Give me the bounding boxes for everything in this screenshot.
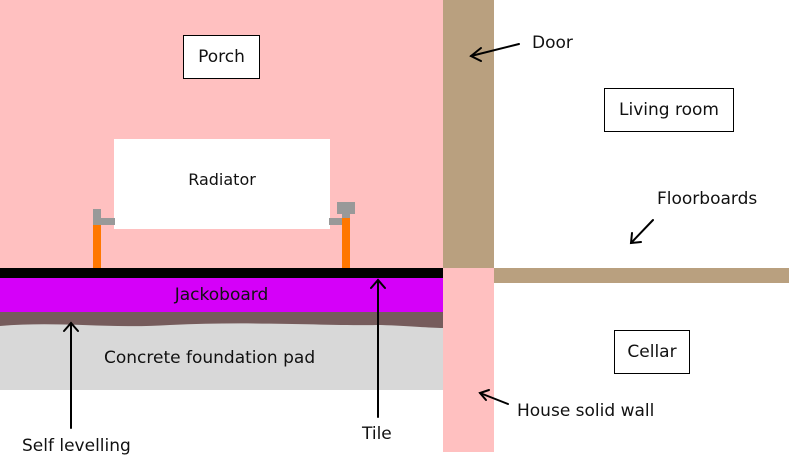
concrete-pad <box>0 323 443 390</box>
living-room-label: Living room <box>619 100 719 120</box>
floorboards <box>494 268 789 283</box>
left-pipe <box>93 225 101 268</box>
porch-label-box: Porch <box>183 35 260 79</box>
tile-label: Tile <box>362 424 392 444</box>
self-levelling-label: Self levelling <box>22 436 131 456</box>
radiator-label: Radiator <box>188 169 256 189</box>
door-arrow <box>469 43 520 62</box>
cellar-label-box: Cellar <box>614 330 690 374</box>
cellar-label: Cellar <box>627 342 677 362</box>
jackoboard-layer: Jackoboard <box>0 278 443 312</box>
house-wall-label: House solid wall <box>517 401 655 421</box>
right-pipe <box>342 218 350 268</box>
tile-layer <box>0 268 443 278</box>
porch-label: Porch <box>198 47 245 67</box>
right-valve-arm <box>329 218 342 225</box>
door-label: Door <box>532 33 573 53</box>
floorboards-label: Floorboards <box>657 189 758 209</box>
floorboards-arrow <box>629 219 654 245</box>
jackoboard-label: Jackoboard <box>174 285 269 305</box>
living-room-label-box: Living room <box>604 88 734 132</box>
tile-arrow <box>370 278 386 418</box>
right-valve-stem <box>342 212 350 218</box>
house-solid-wall <box>443 268 494 452</box>
house-wall-arrow <box>478 389 509 405</box>
concrete-label: Concrete foundation pad <box>104 348 316 368</box>
left-valve-arm <box>93 218 115 225</box>
self-levelling-arrow <box>63 321 79 429</box>
right-valve-cap <box>337 202 355 214</box>
radiator: Radiator <box>114 139 330 229</box>
door <box>443 0 494 268</box>
left-valve-stem <box>93 209 101 225</box>
self-levelling-layer <box>0 312 443 328</box>
